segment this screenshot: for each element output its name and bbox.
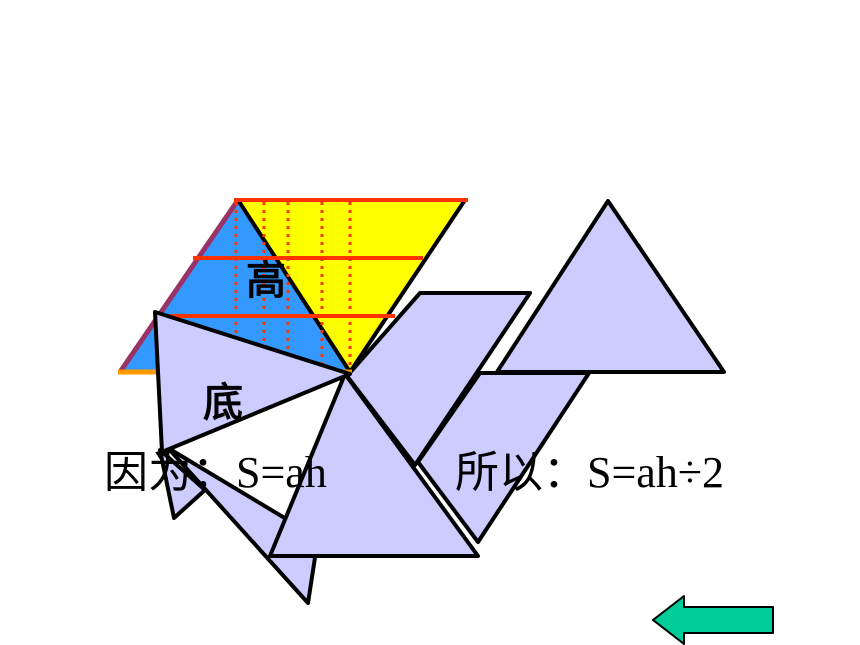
- lavender-triangle-bottom-center: [268, 372, 480, 558]
- lavender-parallelogram-right: [416, 371, 591, 544]
- lavender-triangle-lower-left: [166, 446, 320, 605]
- parallelogram-left-edge: [117, 198, 241, 374]
- lavender-triangle-top-right: [495, 199, 726, 374]
- formula-right: 所以：S=ah÷2: [455, 448, 724, 497]
- lavender-parallelogram-middle: [345, 291, 532, 467]
- parallelogram-right-edge: [348, 198, 467, 374]
- lavender-triangle-rotated: [153, 310, 352, 454]
- parallelogram-diagonal: [236, 198, 352, 374]
- yellow-triangle: [238, 200, 465, 372]
- arrow-left-icon[interactable]: [652, 595, 774, 645]
- lavender-triangle-left-strip: [158, 448, 207, 520]
- height-label: 高: [246, 258, 286, 304]
- red-parallel-lines: [160, 198, 468, 318]
- formula-left: 因为：S=ah: [104, 448, 327, 497]
- base-label: 底: [203, 380, 243, 426]
- back-button[interactable]: [652, 595, 774, 645]
